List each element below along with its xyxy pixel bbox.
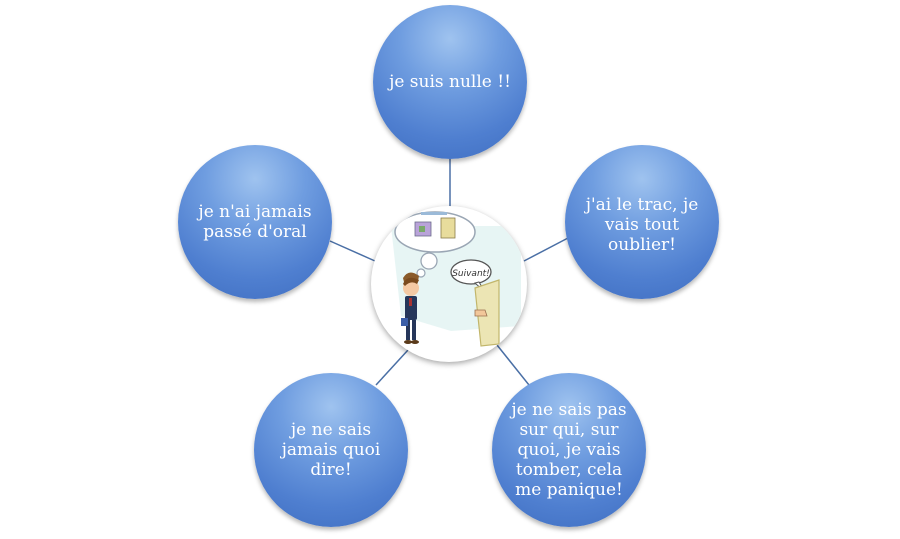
connector-right <box>523 237 569 262</box>
bubble-left: je n'ai jamais passé d'oral <box>178 145 332 299</box>
bubble-bottom-left-label: je ne sais jamais quoi dire! <box>281 420 381 480</box>
bubble-top-label: je suis nulle !! <box>389 72 511 92</box>
bubble-bottom-left: je ne sais jamais quoi dire! <box>254 373 408 527</box>
thought-cloud <box>394 211 476 253</box>
student-figure <box>401 272 419 344</box>
bubble-right: j'ai le trac, je vais tout oublier! <box>565 145 719 299</box>
bubble-bottom-right: je ne sais pas sur qui, sur quoi, je vai… <box>492 373 646 527</box>
bubble-left-label: je n'ai jamais passé d'oral <box>198 202 312 242</box>
center-illustration: Suivant! <box>371 206 527 362</box>
cartoon-illustration: Suivant! <box>391 211 521 347</box>
speech-text: Suivant! <box>452 269 490 279</box>
connector-bottom-right <box>496 344 530 386</box>
bubble-right-label: j'ai le trac, je vais tout oublier! <box>585 195 699 255</box>
connector-left <box>329 240 376 262</box>
bubble-bottom-right-label: je ne sais pas sur qui, sur quoi, je vai… <box>511 400 627 500</box>
bubble-top: je suis nulle !! <box>373 5 527 159</box>
thought-dot-2 <box>416 268 426 278</box>
thought-dot-1 <box>420 252 438 270</box>
connector-bottom-left <box>375 349 409 386</box>
speech-bubble <box>450 259 492 285</box>
